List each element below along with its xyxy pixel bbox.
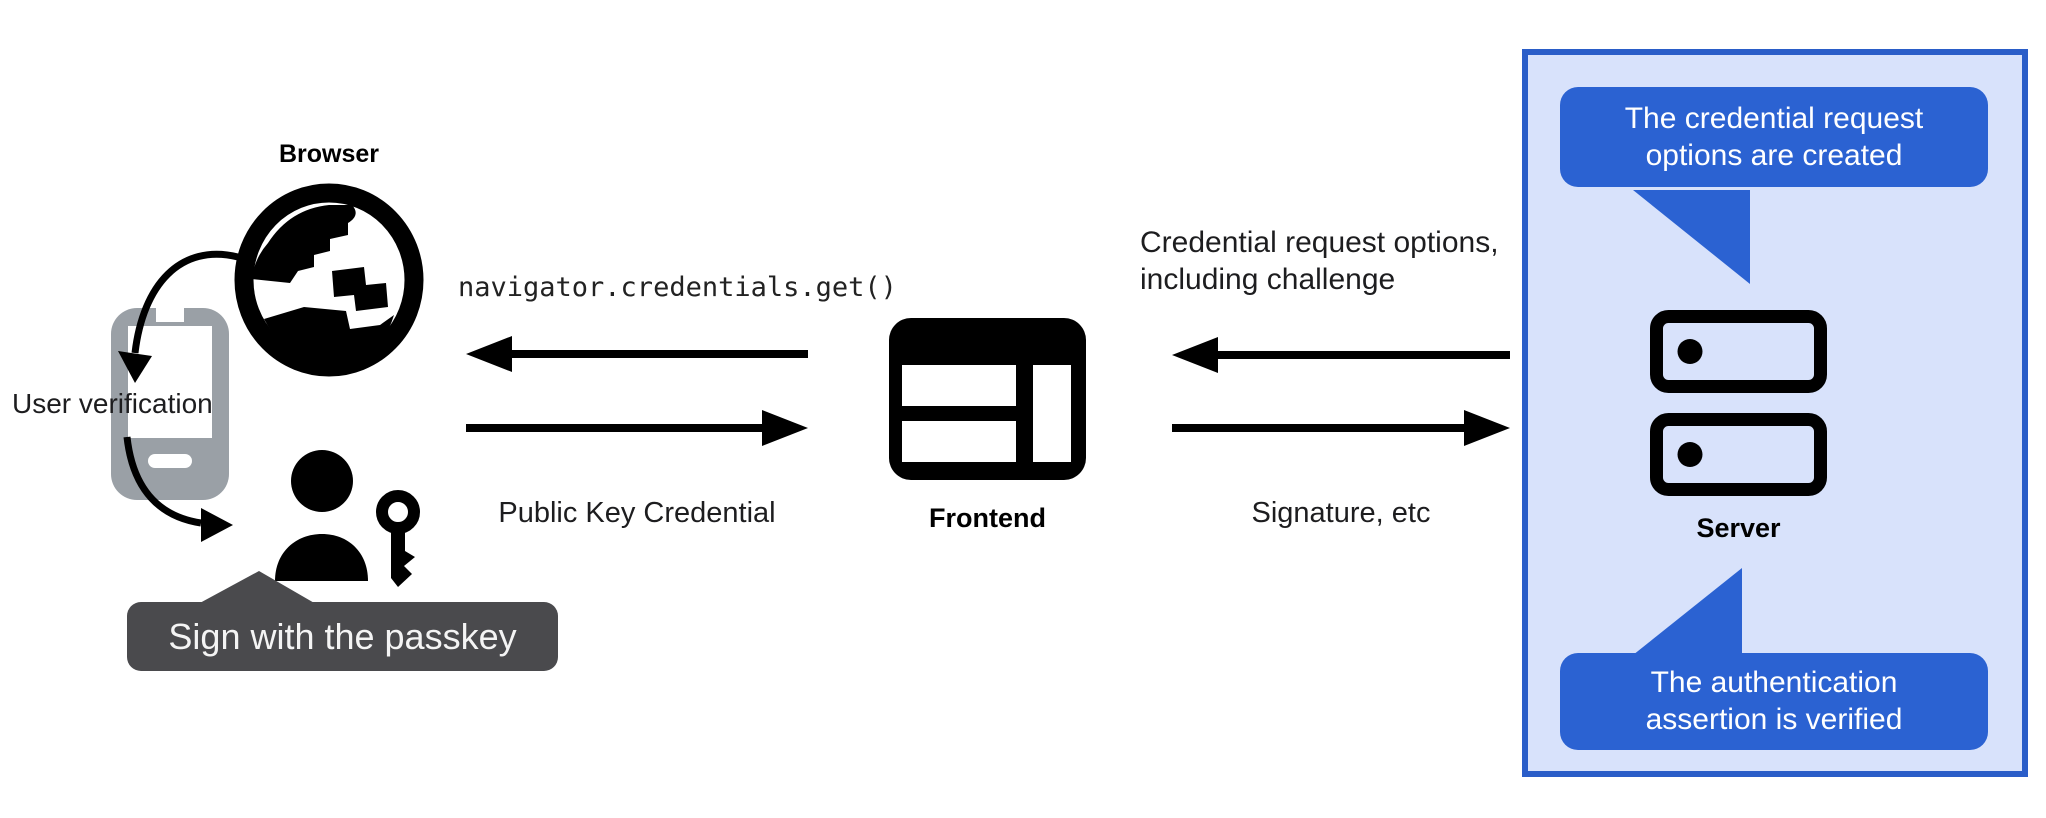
request-options-label: Credential request options, including ch… — [1140, 224, 1499, 298]
bubble-bottom-line2: assertion is verified — [1645, 703, 1903, 736]
arrow-server-to-frontend-icon — [1172, 335, 1510, 375]
bubble-top-tail — [1630, 186, 1754, 286]
server-panel: The credential request options are creat… — [1522, 49, 2028, 777]
browser-label: Browser — [278, 140, 380, 168]
request-options-line1: Credential request options, — [1140, 226, 1499, 259]
bubble-top: The credential request options are creat… — [1560, 87, 1988, 187]
code-call-label: navigator.credentials.get() — [458, 272, 897, 303]
passkey-tooltip: Sign with the passkey — [127, 602, 558, 671]
arrow-browser-to-frontend-icon — [466, 408, 808, 448]
server-label: Server — [1696, 513, 1781, 543]
tooltip-pointer — [198, 571, 316, 605]
bubble-top-line2: options are created — [1645, 139, 1903, 172]
bubble-bottom: The authentication assertion is verified — [1560, 653, 1988, 750]
curved-arrow-globe-to-phone-icon — [95, 225, 265, 545]
request-options-line2: including challenge — [1140, 263, 1396, 296]
user-verification-label: User verification — [12, 388, 213, 419]
bubble-top-line1: The credential request — [1624, 102, 1924, 135]
bubble-bottom-tail — [1631, 566, 1747, 658]
signature-label: Signature, etc — [1251, 497, 1431, 529]
public-key-credential-label: Public Key Credential — [498, 497, 776, 529]
curved-arrow-phone-to-user-path — [123, 436, 202, 527]
arrow-frontend-to-server-icon — [1172, 408, 1510, 448]
bubble-bottom-line1: The authentication — [1650, 666, 1898, 699]
frontend-icon — [889, 318, 1086, 480]
globe-icon — [234, 183, 424, 378]
arrow-frontend-to-browser-icon — [466, 334, 808, 374]
server-icon — [1650, 310, 1827, 496]
user-with-passkey-icon — [270, 445, 420, 590]
frontend-label: Frontend — [929, 503, 1046, 533]
